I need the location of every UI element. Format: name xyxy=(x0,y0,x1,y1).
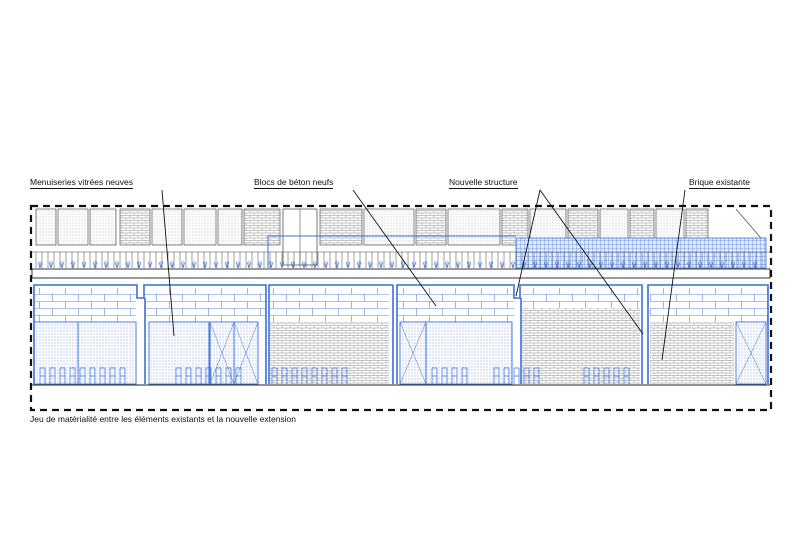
new-glazing xyxy=(425,321,513,385)
upper-brick-pier xyxy=(415,208,447,246)
label-brique: Brique existante xyxy=(689,177,750,189)
floor-slab xyxy=(31,268,771,279)
upper-brick-pier xyxy=(319,208,363,246)
existing-brick xyxy=(270,322,389,384)
upper-window xyxy=(447,208,501,246)
upper-window xyxy=(57,208,89,246)
upper-brick-pier xyxy=(119,208,151,246)
concrete-block-wall xyxy=(398,288,514,322)
concrete-block-wall xyxy=(34,288,136,322)
leader-blocs xyxy=(352,189,437,307)
upper-level xyxy=(32,207,770,269)
label-structure: Nouvelle structure xyxy=(449,177,518,189)
leader-brique xyxy=(661,189,686,361)
new-glazing xyxy=(148,321,210,385)
upper-window xyxy=(183,208,217,246)
leader-structure-2 xyxy=(539,189,644,335)
upper-window xyxy=(35,208,57,246)
label-blocs: Blocs de béton neufs xyxy=(254,177,334,189)
concrete-block-wall xyxy=(145,288,265,322)
upper-brick-pier xyxy=(243,208,281,246)
concrete-block-wall xyxy=(522,288,640,308)
new-structure-frames xyxy=(33,284,769,384)
terrace-furniture xyxy=(39,367,630,384)
ground-level xyxy=(32,284,770,386)
dashed-outline xyxy=(29,204,773,412)
blue-mesh-screen xyxy=(515,237,767,269)
leader-structure-1 xyxy=(515,189,541,297)
concrete-block-wall xyxy=(270,288,389,322)
upper-window xyxy=(151,208,183,246)
leader-menuiseries xyxy=(161,189,175,337)
leader-lines xyxy=(161,189,686,361)
planting xyxy=(37,261,758,269)
existing-brick xyxy=(650,322,734,384)
label-menuiseries: Menuiseries vitrées neuves xyxy=(30,177,133,189)
upper-window xyxy=(363,208,415,246)
upper-window xyxy=(89,208,117,246)
upper-window xyxy=(217,208,243,246)
caption: Jeu de matérialité entre les éléments ex… xyxy=(30,414,297,424)
